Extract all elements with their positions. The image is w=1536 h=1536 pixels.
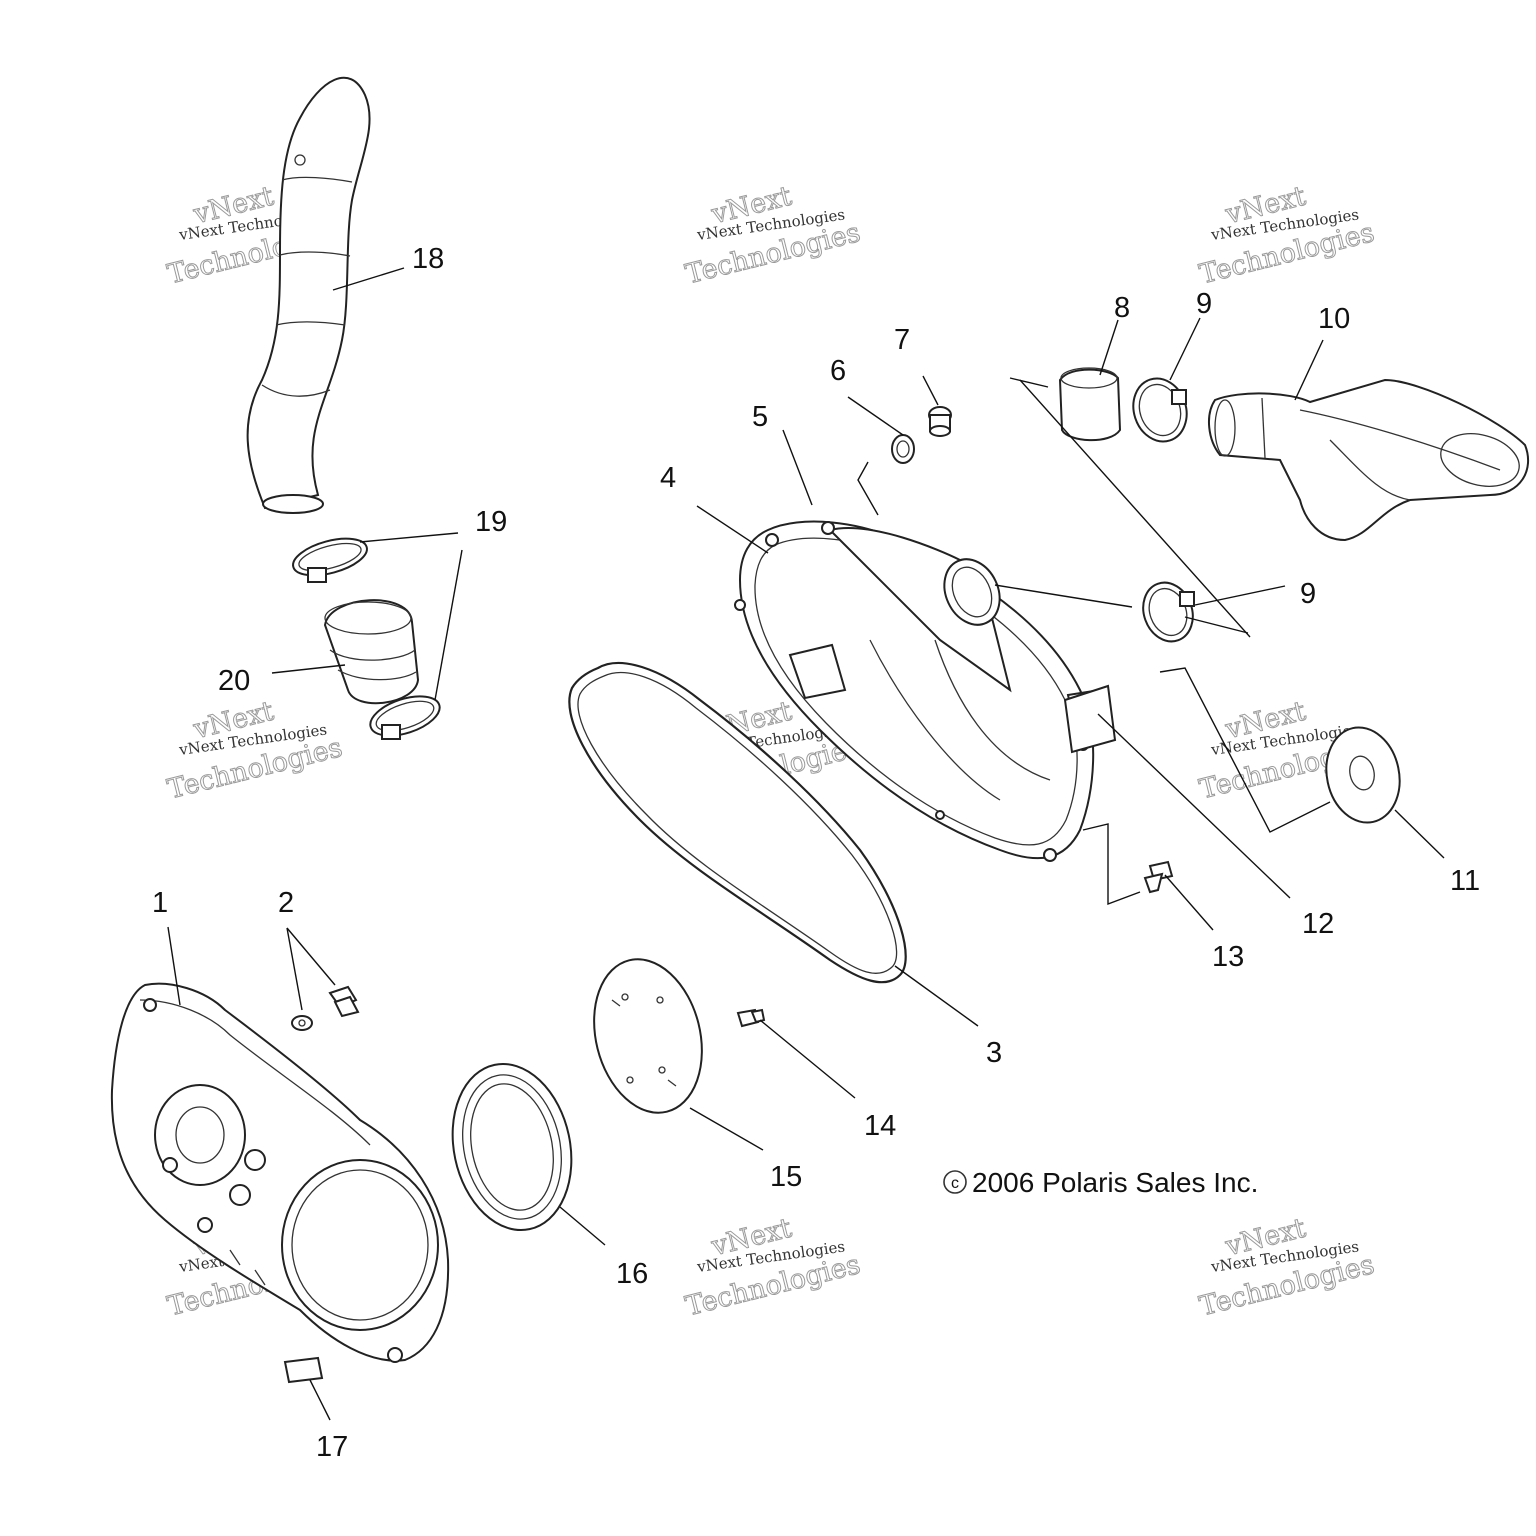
part-15-plate [593, 958, 703, 1114]
callout-6: 6 [830, 355, 846, 387]
callout-4: 4 [660, 462, 676, 494]
callout-13: 13 [1212, 941, 1244, 973]
leader-lines [167, 267, 1445, 1421]
copyright-circle [943, 1170, 967, 1194]
part-14-bolt [736, 1008, 766, 1028]
part-9-clamp-lower [1142, 581, 1195, 643]
callout-10: 10 [1318, 303, 1350, 335]
callout-18: 18 [412, 243, 444, 275]
callout-numbers: 1 2 3 4 5 6 7 8 9 9 10 11 12 13 14 15 16… [152, 243, 1480, 1463]
part-4-5-inner-housing [734, 520, 1112, 862]
part-9-clamp-upper [1132, 377, 1188, 443]
copyright-text: 2006 Polaris Sales Inc. [972, 1167, 1258, 1198]
part-12-label [1063, 684, 1117, 754]
watermark: vNext Technologies vNext Technologies [1196, 180, 1378, 291]
callout-16: 16 [616, 1258, 648, 1290]
part-17-label [283, 1356, 324, 1384]
part-8-adapter [1058, 367, 1122, 442]
part-3-drive-belt [568, 661, 907, 984]
part-6-o-ring [891, 434, 915, 464]
callout-12: 12 [1302, 908, 1334, 940]
part-7-plug [928, 406, 952, 437]
callout-5: 5 [752, 401, 768, 433]
part-20-coupler [323, 599, 420, 705]
copyright-symbol: c [951, 1175, 959, 1192]
copyright-notice: c 2006 Polaris Sales Inc. [943, 1167, 1258, 1198]
part-11-gasket [1325, 726, 1401, 824]
callout-17: 17 [316, 1431, 348, 1463]
callout-19: 19 [475, 506, 507, 538]
watermark: vNext Technologies vNext Technologies [682, 1212, 864, 1323]
callout-15: 15 [770, 1161, 802, 1193]
watermark: vNext Technologies vNext Technologies [1196, 1212, 1378, 1323]
part-18-intake-duct [246, 76, 371, 514]
callout-9b: 9 [1300, 578, 1316, 610]
callout-14: 14 [864, 1110, 896, 1142]
part-16-seal [451, 1062, 573, 1232]
callout-1: 1 [152, 887, 168, 919]
part-10-outlet-duct [1208, 378, 1530, 542]
watermark: vNext Technologies vNext Technologies [164, 695, 346, 806]
part-2-bolt-washer [291, 985, 360, 1031]
part-19-clamp-upper [292, 537, 368, 583]
callout-2: 2 [278, 887, 294, 919]
callout-20: 20 [218, 665, 250, 697]
callout-11: 11 [1450, 865, 1480, 897]
callout-8: 8 [1114, 292, 1130, 324]
callout-7: 7 [894, 324, 910, 356]
part-1-outer-clutch-cover [110, 982, 450, 1363]
callout-9a: 9 [1196, 288, 1212, 320]
watermark: vNext Technologies vNext Technologies [682, 180, 864, 291]
callout-3: 3 [986, 1037, 1002, 1069]
part-13-screw [1143, 860, 1174, 894]
part-19-clamp-lower [369, 695, 441, 740]
